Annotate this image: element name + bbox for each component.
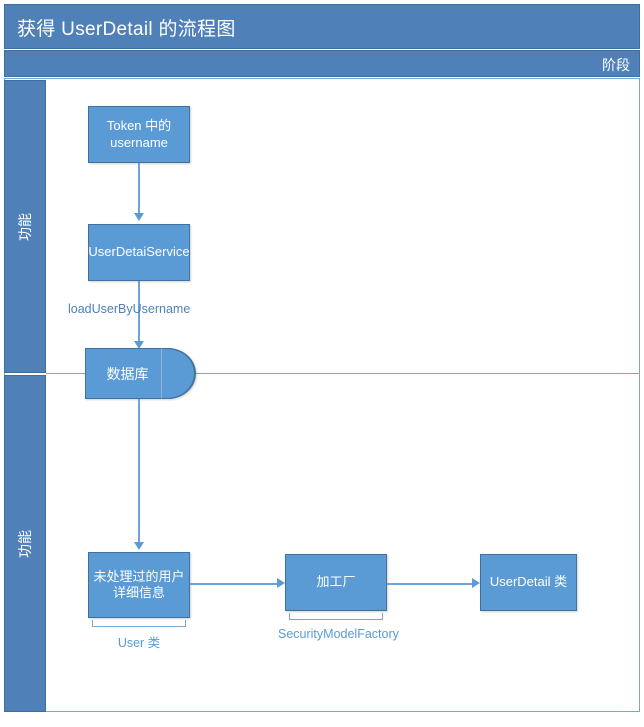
swimlane-header-2: 功能	[4, 375, 46, 712]
swimlane-label-2: 功能	[17, 529, 33, 558]
node-raw-user-info-label: 未处理过的用户详细信息	[93, 568, 185, 600]
annotation-user-class: User 类	[117, 636, 161, 650]
node-raw-user-info[interactable]: 未处理过的用户详细信息	[88, 552, 190, 618]
node-user-detail-service[interactable]: UserDetaiService	[88, 224, 190, 281]
connector-service-to-database	[138, 281, 140, 344]
node-token-username-label: Token 中的 username	[106, 118, 172, 150]
arrowhead-raw-info-to-factory	[277, 578, 285, 588]
node-factory[interactable]: 加工厂	[285, 554, 387, 611]
node-token-username[interactable]: Token 中的 username	[88, 106, 190, 163]
arrowhead-database-to-raw-info	[134, 542, 144, 550]
node-user-detail-class-label: UserDetail 类	[489, 574, 568, 590]
connector-raw-info-to-factory	[190, 583, 280, 585]
node-user-detail-service-label: UserDetaiService	[88, 244, 190, 260]
diagram-title-bar: 获得 UserDetail 的流程图	[4, 4, 640, 49]
arrowhead-service-to-database	[134, 341, 144, 349]
phase-header-bar: 阶段	[4, 50, 640, 77]
connector-token-to-service	[138, 163, 140, 216]
node-factory-label: 加工厂	[316, 574, 356, 590]
node-database[interactable]: 数据库	[85, 348, 196, 399]
node-database-label: 数据库	[106, 365, 149, 382]
annotation-security-model-factory: SecurityModelFactory	[278, 627, 399, 641]
phase-header-label: 阶段	[602, 57, 630, 73]
swimlane-header-1: 功能	[4, 80, 46, 373]
edge-label-load-user-by-username: loadUserByUsername	[68, 302, 191, 316]
swimlane-divider	[46, 373, 640, 374]
node-user-detail-class[interactable]: UserDetail 类	[480, 554, 577, 611]
arrowhead-factory-to-user-detail	[472, 578, 480, 588]
arrowhead-token-to-service	[134, 213, 144, 221]
connector-factory-to-user-detail	[387, 583, 475, 585]
connector-database-to-raw-info	[138, 399, 140, 545]
swimlane-label-1: 功能	[17, 212, 33, 241]
page-title: 获得 UserDetail 的流程图	[17, 19, 236, 40]
bracket-security-model-factory	[289, 613, 383, 620]
bracket-user-class	[92, 620, 186, 627]
